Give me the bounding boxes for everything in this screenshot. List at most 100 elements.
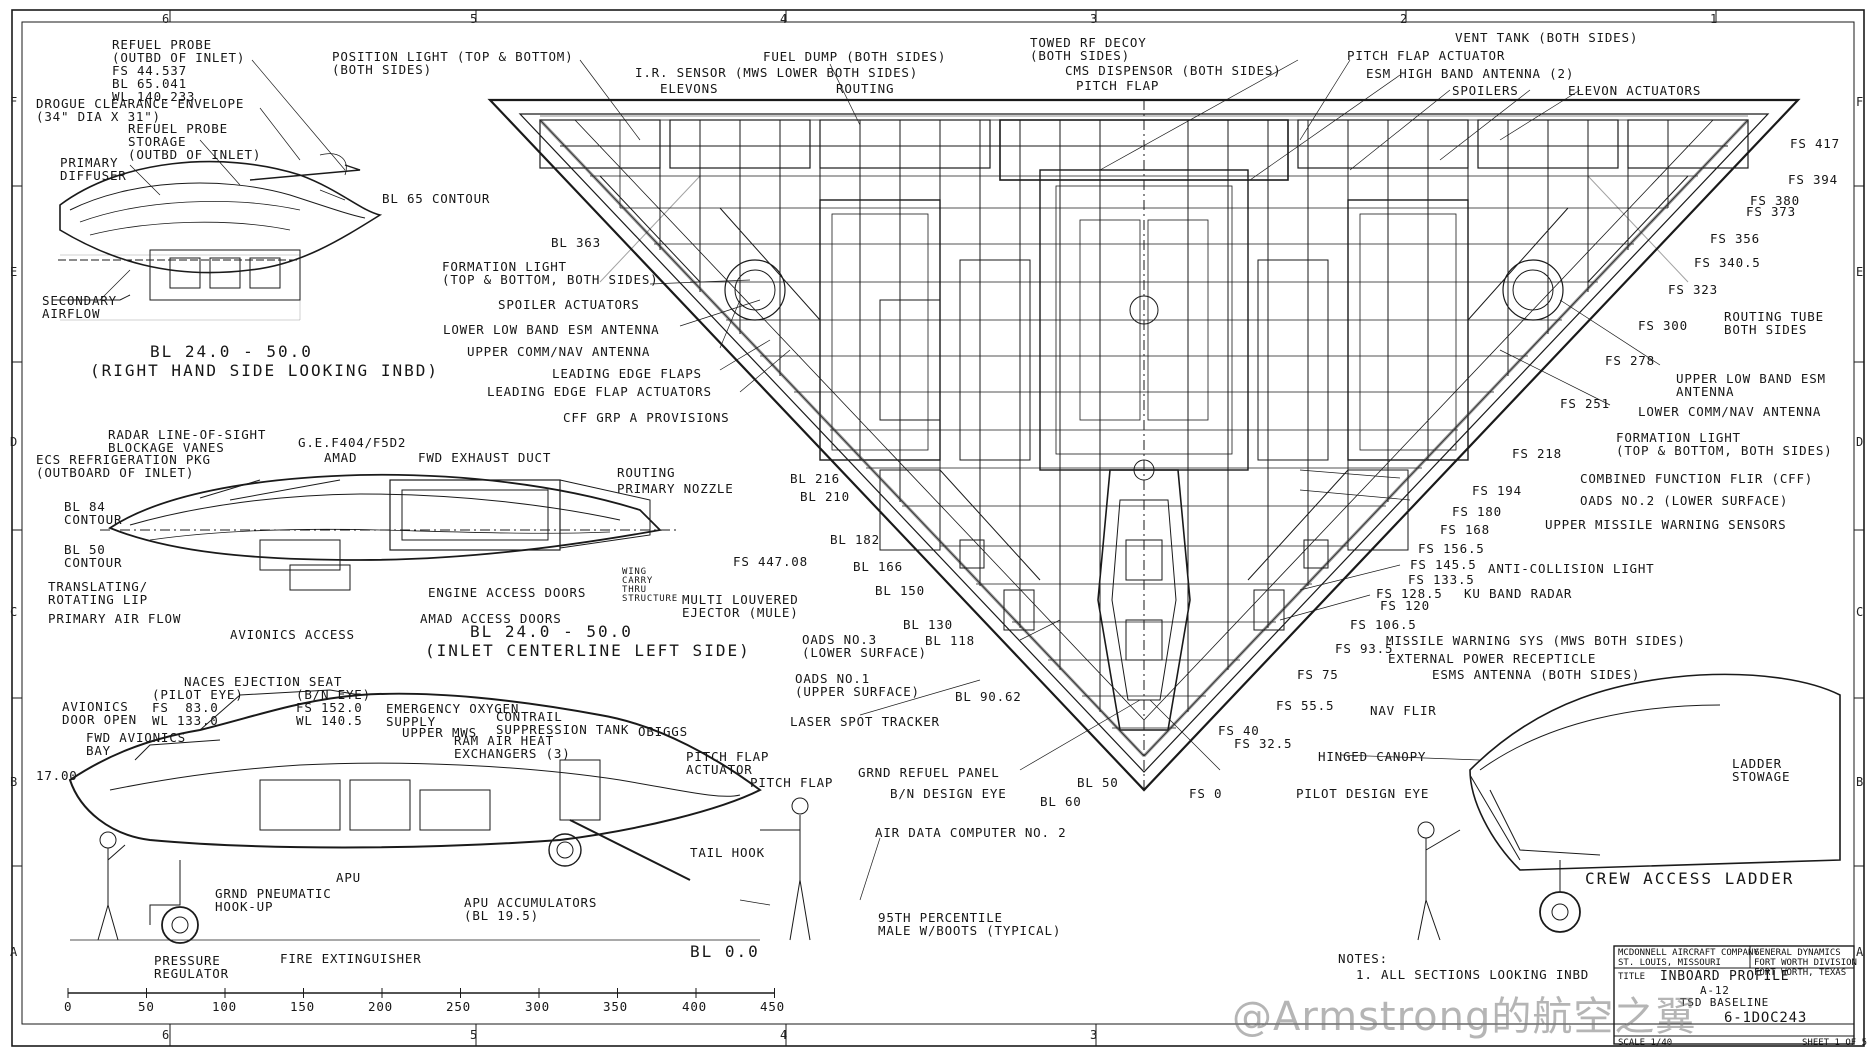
label-fs0: FS 0 — [1189, 786, 1223, 801]
scale-tick-400: 400 — [682, 999, 707, 1014]
planform-view — [487, 98, 1801, 792]
label-drogue: DROGUE CLEARANCE ENVELOPE (34" DIA X 31"… — [36, 96, 245, 124]
label-multi-louvered: MULTI LOUVERED EJECTOR (MULE) — [682, 592, 799, 620]
label-esms-antenna: ESMS ANTENNA (BOTH SIDES) — [1432, 667, 1641, 682]
label-pilot-eye: (PILOT EYE) FS 83.0 WL 133.0 — [152, 687, 244, 728]
zone-side-A: A — [10, 945, 18, 959]
tb-title-2: A-12 — [1700, 984, 1730, 997]
label-position-light: POSITION LIGHT (TOP & BOTTOM) (BOTH SIDE… — [332, 49, 574, 77]
label-fs194: FS 194 — [1472, 483, 1522, 498]
label-fs417: FS 417 — [1790, 136, 1840, 151]
zone-top-1: 1 — [1710, 12, 1718, 26]
label-esm-high: ESM HIGH BAND ANTENNA (2) — [1366, 66, 1575, 81]
label-bn-eye: (B/N EYE) FS 152.0 WL 140.5 — [296, 687, 371, 728]
zone-side-D-r: D — [1856, 435, 1864, 449]
label-primary-air-flow: PRIMARY AIR FLOW — [48, 611, 182, 626]
label-apu: APU — [336, 870, 361, 885]
label-bl210: BL 210 — [800, 489, 850, 504]
title-block — [1613, 945, 1855, 1045]
label-pilot-design-eye: PILOT DESIGN EYE — [1296, 786, 1430, 801]
label-bl363: BL 363 — [551, 235, 601, 250]
zone-bottom-5: 5 — [470, 1028, 478, 1042]
label-avionics-door: AVIONICS DOOR OPEN — [62, 699, 137, 727]
zone-top-6: 6 — [162, 12, 170, 26]
label-fs380: FS 380 — [1750, 193, 1800, 208]
label-fs180: FS 180 — [1452, 504, 1502, 519]
label-bl150: BL 150 — [875, 583, 925, 598]
label-bl50-contour: BL 50 CONTOUR — [64, 542, 123, 570]
zone-side-B-r: B — [1856, 775, 1864, 789]
label-fwd-avionics-bay: FWD AVIONICS BAY — [86, 730, 186, 758]
label-pressure-reg: PRESSURE REGULATOR — [154, 953, 229, 981]
view1-title: BL 24.0 - 50.0 — [150, 342, 313, 361]
label-laser-spot: LASER SPOT TRACKER — [790, 714, 940, 729]
label-fs373: FS 373 — [1746, 204, 1796, 219]
tb-title-3: TSD BASELINE — [1680, 996, 1770, 1009]
label-bl50: BL 50 — [1077, 775, 1119, 790]
label-mws: MISSILE WARNING SYS (MWS BOTH SIDES) — [1386, 633, 1686, 648]
label-fs1455: FS 145.5 — [1410, 557, 1477, 572]
label-oads2: OADS NO.2 (LOWER SURFACE) — [1580, 493, 1789, 508]
inlet-centerline-view — [100, 473, 680, 591]
label-fwd-exhaust: FWD EXHAUST DUCT — [418, 450, 552, 465]
notes-heading: NOTES: — [1338, 951, 1388, 966]
zone-side-A-r: A — [1856, 945, 1864, 959]
label-bl118: BL 118 — [925, 633, 975, 648]
scale-bar — [67, 988, 775, 998]
sheet-border — [11, 9, 1865, 1047]
label-bl84-contour: BL 84 CONTOUR — [64, 499, 123, 527]
label-oads1: OADS NO.1 (UPPER SURFACE) — [795, 671, 920, 699]
label-fuel-dump: FUEL DUMP (BOTH SIDES) — [763, 49, 947, 64]
label-ladder-stowage: LADDER STOWAGE — [1732, 756, 1791, 784]
scale-tick-350: 350 — [603, 999, 628, 1014]
label-routing-mid: ROUTING — [617, 465, 676, 480]
label-dim17: 17.00 — [36, 768, 78, 783]
label-refuel-probe: REFUEL PROBE (OUTBD OF INLET) FS 44.537 … — [112, 37, 246, 104]
label-fs120: FS 120 — [1380, 598, 1430, 613]
zone-side-F: F — [10, 95, 18, 109]
tb-title-lbl: TITLE — [1618, 972, 1646, 982]
view1-subtitle: (RIGHT HAND SIDE LOOKING INBD) — [90, 361, 439, 380]
label-le-flap-actuators: LEADING EDGE FLAP ACTUATORS — [487, 384, 712, 399]
zone-side-F-r: F — [1856, 95, 1864, 109]
label-primary-nozzle: PRIMARY NOZZLE — [617, 481, 734, 496]
label-fs356: FS 356 — [1710, 231, 1760, 246]
label-fs300: FS 300 — [1638, 318, 1688, 333]
label-routing-tube: ROUTING TUBE BOTH SIDES — [1724, 309, 1824, 337]
label-bl9062: BL 90.62 — [955, 689, 1022, 704]
label-upper-mws: UPPER MWS — [402, 725, 477, 740]
label-fs40: FS 40 — [1218, 723, 1260, 738]
view2-subtitle: (INLET CENTERLINE LEFT SIDE) — [425, 641, 751, 660]
label-fs3405: FS 340.5 — [1694, 255, 1761, 270]
scale-tick-200: 200 — [368, 999, 393, 1014]
label-bl182: BL 182 — [830, 532, 880, 547]
note-1: 1. ALL SECTIONS LOOKING INBD — [1356, 967, 1590, 982]
zone-bottom-3: 3 — [1090, 1028, 1098, 1042]
zone-bottom-4: 4 — [780, 1028, 788, 1042]
label-bl65-contour: BL 65 CONTOUR — [382, 191, 491, 206]
figure-person-3 — [1417, 821, 1461, 941]
label-elevon-actuators: ELEVON ACTUATORS — [1568, 83, 1702, 98]
label-cff-grp: CFF GRP A PROVISIONS — [563, 410, 730, 425]
label-amad-access: AMAD ACCESS DOORS — [420, 611, 562, 626]
label-oads3: OADS NO.3 (LOWER SURFACE) — [802, 632, 927, 660]
label-air-data: AIR DATA COMPUTER NO. 2 — [875, 825, 1067, 840]
label-fire-ext: FIRE EXTINGUISHER — [280, 951, 422, 966]
label-bl166: BL 166 — [853, 559, 903, 574]
label-pitch-flap-actuator-side: PITCH FLAP ACTUATOR — [686, 749, 770, 777]
scale-tick-250: 250 — [446, 999, 471, 1014]
label-fs251: FS 251 — [1560, 396, 1610, 411]
label-le-flaps: LEADING EDGE FLAPS — [552, 366, 702, 381]
label-ge-f404: G.E.F404/F5D2 — [298, 435, 407, 450]
label-ecs-refrig: ECS REFRIGERATION PKG (OUTBOARD OF INLET… — [36, 452, 211, 480]
label-fs218: FS 218 — [1512, 446, 1562, 461]
label-hinged-canopy: HINGED CANOPY — [1318, 749, 1427, 764]
label-ku-band: KU BAND RADAR — [1464, 586, 1573, 601]
view3-title: BL 0.0 — [690, 942, 760, 961]
label-grnd-pneumatic: GRND PNEUMATIC HOOK-UP — [215, 886, 332, 914]
zone-side-C-r: C — [1856, 605, 1864, 619]
label-lower-comm-nav: LOWER COMM/NAV ANTENNA — [1638, 404, 1822, 419]
label-pitch-flap-top: PITCH FLAP — [1076, 78, 1160, 93]
